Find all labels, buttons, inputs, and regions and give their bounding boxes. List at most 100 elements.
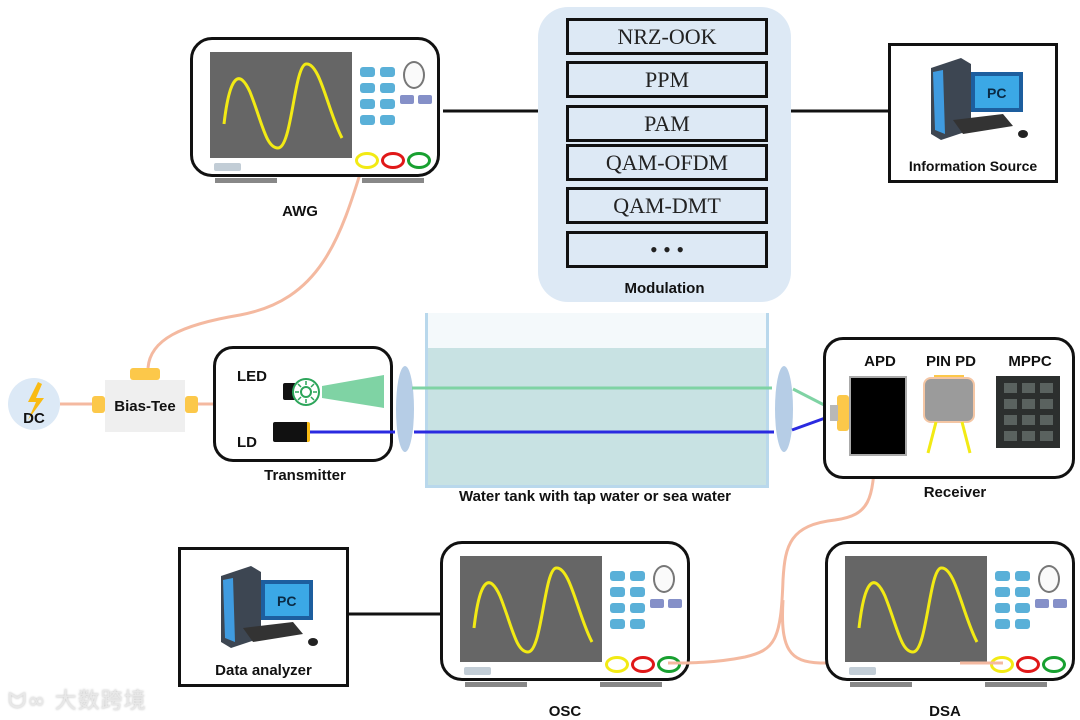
awg-label: AWG [282, 203, 318, 220]
knob-icon[interactable] [653, 565, 675, 593]
keypad-key[interactable] [360, 83, 375, 93]
port-red[interactable] [1016, 656, 1040, 673]
dsa-instrument[interactable] [825, 541, 1075, 687]
dc-label: DC [23, 410, 45, 427]
sine-wave-icon [222, 62, 344, 150]
instrument-foot [600, 682, 662, 687]
bias-tee[interactable]: Bias-Tee [105, 380, 185, 432]
keypad-key[interactable] [630, 587, 645, 597]
receiver-label: Receiver [923, 484, 987, 501]
keypad-key[interactable] [610, 603, 625, 613]
keypad-key[interactable] [380, 83, 395, 93]
dsa-label: DSA [929, 703, 961, 720]
knob-icon[interactable] [403, 61, 425, 89]
model-badge [214, 163, 241, 171]
bias-tee-label: Bias-Tee [114, 398, 176, 415]
svg-text:PC: PC [987, 85, 1006, 101]
keypad-key[interactable] [630, 571, 645, 581]
mppc-icon [996, 376, 1060, 448]
lightning-icon [28, 382, 44, 420]
instrument-foot [985, 682, 1047, 687]
modulation-option[interactable]: QAM-DMT [566, 187, 768, 224]
modulation-panel: NRZ-OOK PPM PAM QAM-OFDM QAM-DMT • • • M… [538, 7, 791, 302]
apd-connector [837, 395, 849, 431]
water-tank [425, 313, 769, 488]
detector-mppc-label: MPPC [1008, 353, 1052, 370]
watermark-logo-icon: ᗢ∞ [8, 689, 55, 714]
keypad-key[interactable] [1015, 619, 1030, 629]
soft-key[interactable] [1053, 599, 1067, 608]
pc-icon: PC [931, 58, 1028, 140]
ld-label: LD [237, 434, 257, 451]
knob-icon[interactable] [1038, 565, 1060, 593]
model-badge [849, 667, 876, 675]
port-green[interactable] [657, 656, 681, 673]
keypad-key[interactable] [995, 619, 1010, 629]
osc-label: OSC [548, 703, 582, 720]
watermark: ᗢ∞ 大数跨境 [8, 683, 147, 715]
information-source-box[interactable]: PC Information Source [888, 43, 1058, 183]
port-yellow[interactable] [990, 656, 1014, 673]
dc-source[interactable]: DC [8, 378, 60, 430]
sine-wave-icon [857, 566, 979, 654]
osc-instrument[interactable] [440, 541, 690, 687]
keypad-key[interactable] [1015, 571, 1030, 581]
information-source-label: Information Source [908, 158, 1038, 174]
keypad-key[interactable] [380, 99, 395, 109]
keypad-key[interactable] [995, 571, 1010, 581]
keypad-key[interactable] [360, 67, 375, 77]
pc-icon: PC [221, 566, 318, 648]
modulation-option[interactable]: • • • [566, 231, 768, 268]
port-red[interactable] [631, 656, 655, 673]
modulation-option[interactable]: QAM-OFDM [566, 144, 768, 181]
modulation-option[interactable]: NRZ-OOK [566, 18, 768, 55]
soft-key[interactable] [418, 95, 432, 104]
keypad-key[interactable] [995, 587, 1010, 597]
soft-key[interactable] [668, 599, 682, 608]
soft-key[interactable] [400, 95, 414, 104]
receive-lens [775, 366, 793, 452]
soft-key[interactable] [650, 599, 664, 608]
keypad-key[interactable] [610, 587, 625, 597]
keypad-key[interactable] [380, 115, 395, 125]
port-yellow[interactable] [605, 656, 629, 673]
awg-screen [210, 52, 352, 158]
pin-pd-icon [923, 375, 975, 454]
instrument-foot [850, 682, 912, 687]
port-green[interactable] [1042, 656, 1066, 673]
soft-key[interactable] [1035, 599, 1049, 608]
svg-text:PC: PC [277, 593, 296, 609]
water [428, 348, 766, 485]
instrument-foot [215, 178, 277, 183]
keypad-key[interactable] [610, 619, 625, 629]
modulation-option[interactable]: PPM [566, 61, 768, 98]
detector-apd-label: APD [864, 353, 896, 370]
modulation-label: Modulation [624, 280, 705, 297]
apd-icon [849, 376, 907, 456]
keypad-key[interactable] [1015, 587, 1030, 597]
water-tank-label: Water tank with tap water or sea water [458, 488, 732, 505]
port-yellow[interactable] [355, 152, 379, 169]
bias-tee-connector-rf [130, 368, 160, 380]
apd-window [830, 405, 838, 421]
osc-screen [460, 556, 602, 662]
watermark-text: 大数跨境 [54, 689, 147, 714]
keypad-key[interactable] [630, 619, 645, 629]
ld-icon [273, 422, 310, 442]
modulation-option[interactable]: PAM [566, 105, 768, 142]
bias-tee-connector-out [185, 396, 198, 413]
keypad-key[interactable] [360, 115, 375, 125]
model-badge [464, 667, 491, 675]
port-green[interactable] [407, 152, 431, 169]
port-red[interactable] [381, 152, 405, 169]
keypad-key[interactable] [380, 67, 395, 77]
keypad-key[interactable] [360, 99, 375, 109]
transmitter-label: Transmitter [264, 467, 346, 484]
awg-instrument[interactable] [190, 37, 440, 183]
data-analyzer-box[interactable]: PC Data analyzer [178, 547, 349, 687]
keypad-key[interactable] [610, 571, 625, 581]
keypad-key[interactable] [1015, 603, 1030, 613]
keypad-key[interactable] [995, 603, 1010, 613]
keypad-key[interactable] [630, 603, 645, 613]
data-analyzer-label: Data analyzer [215, 662, 312, 679]
